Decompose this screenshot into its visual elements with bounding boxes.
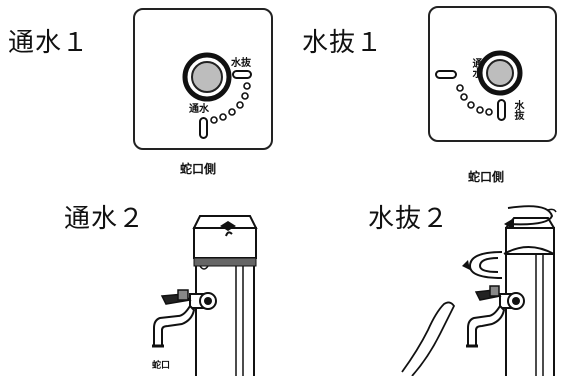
faucet-label: 蛇口 [152,361,171,371]
label-flow-vertical: 通水 [470,58,481,78]
title-flow-1: 通水１ [8,28,90,58]
title-flow-2: 通水２ [64,204,146,234]
faucet-side-caption-right: 蛇口側 [468,170,505,184]
faucet-post-drain-illustration [401,205,557,376]
valve-dial-flow-svg [182,52,252,139]
flow-position-slot [435,70,457,79]
valve-panel-drain: 通水 水抜 [428,6,557,142]
label-drain-vertical: 水抜 [512,100,523,120]
flow-position-slot [199,117,208,139]
drain-position-slot [232,70,252,79]
valve-panel-flow: 水抜 通水 [133,8,273,150]
title-drain-1: 水抜１ [302,28,384,58]
label-flow: 通水 [189,104,209,115]
faucet-post-flow-illustration [152,215,258,376]
label-drain: 水抜 [231,58,251,69]
drain-position-slot [497,99,506,121]
knob-inner [486,59,514,87]
faucet-side-caption-left: 蛇口側 [180,162,217,176]
valve-dial-drain-svg [435,50,523,121]
title-drain-2: 水抜２ [368,204,450,234]
knob-inner [191,61,223,93]
